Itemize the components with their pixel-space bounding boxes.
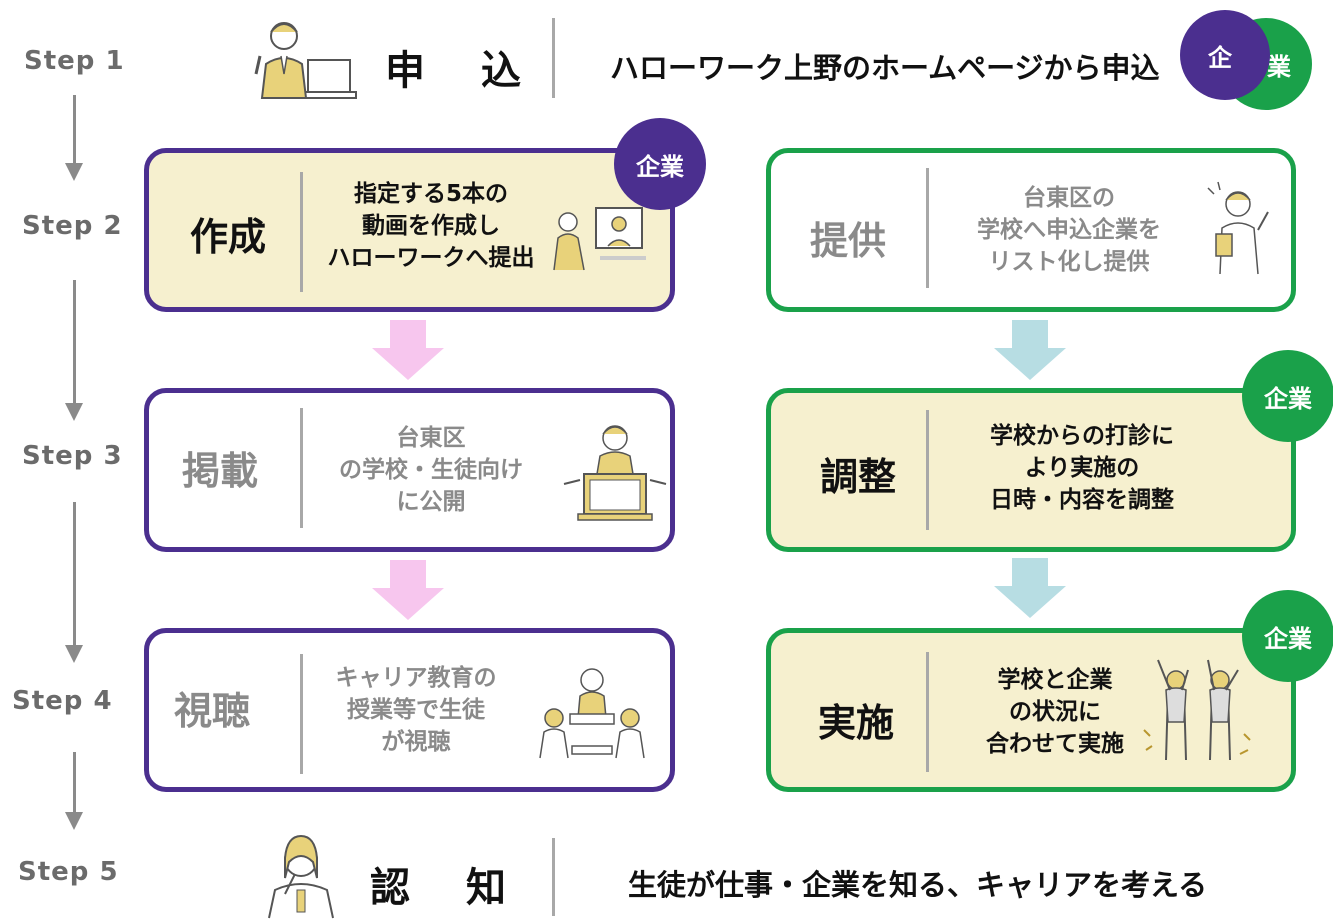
box-divider [926,652,929,772]
step-5-label: Step 5 [18,857,119,887]
publish-title: 掲載 [182,449,259,493]
celebrating-people-icon [1143,659,1251,761]
publish-box [144,388,675,552]
step-4-label: Step 4 [12,686,113,716]
step-1-label: Step 1 [24,46,125,76]
divider [552,838,555,916]
provide-title: 提供 [810,219,887,263]
presenter-icon [1207,181,1269,275]
adjust-title: 調整 [820,455,897,499]
adjust-box [766,388,1296,552]
down-arrow-blue [994,320,1066,380]
flow-arrowhead [65,812,83,830]
step5-text: 生徒が仕事・企業を知る、キャリアを考える [628,868,1208,902]
box-divider [926,410,929,530]
view-description: キャリア教育の授業等で生徒が視聴 [335,665,497,755]
company-badge-create: 企業 [614,118,706,210]
adjust-description: 学校からの打診により実施の日時・内容を調整 [990,423,1174,513]
box-divider [300,172,303,292]
box-divider [300,654,303,774]
laptop-presenter-icon [563,425,667,521]
create-title: 作成 [190,215,267,259]
box-divider [300,408,303,528]
create-box [144,148,675,312]
publish-description: 台東区の学校・生徒向けに公開 [339,425,523,515]
thinking-student-icon [268,834,334,919]
box-divider [926,168,929,288]
divider [552,18,555,98]
company-badge-purple: 企 [1180,10,1270,100]
flow-line [73,95,76,165]
classroom-icon [539,668,645,759]
step-2-label: Step 2 [22,211,123,241]
step1-title: 申 込 [385,48,529,94]
flow-arrowhead [65,645,83,663]
flow-arrowhead [65,403,83,421]
step5-title: 認 知 [370,865,514,911]
down-arrow-blue [994,558,1066,618]
create-description: 指定する5本の動画を作成しハローワークへ提出 [327,181,535,271]
implement-description: 学校と企業の状況に合わせて実施 [986,667,1124,757]
flow-line [73,752,76,814]
view-title: 視聴 [174,689,251,733]
provide-description: 台東区の学校へ申込企業をリスト化し提供 [977,185,1161,275]
company-badge-adjust: 企業 [1242,350,1333,442]
provide-box [766,148,1296,312]
step-3-label: Step 3 [22,441,123,471]
down-arrow-pink [372,560,444,620]
company-badge-implement: 企業 [1242,590,1333,682]
down-arrow-pink [372,320,444,380]
flow-arrowhead [65,163,83,181]
implement-title: 実施 [818,701,895,745]
step1-text: ハローワーク上野のホームページから申込 [610,51,1160,85]
flow-line [73,280,76,405]
video-meeting-icon [553,207,646,271]
implement-box [766,628,1296,792]
businessman-laptop-icon [254,22,357,99]
flow-line [73,502,76,647]
